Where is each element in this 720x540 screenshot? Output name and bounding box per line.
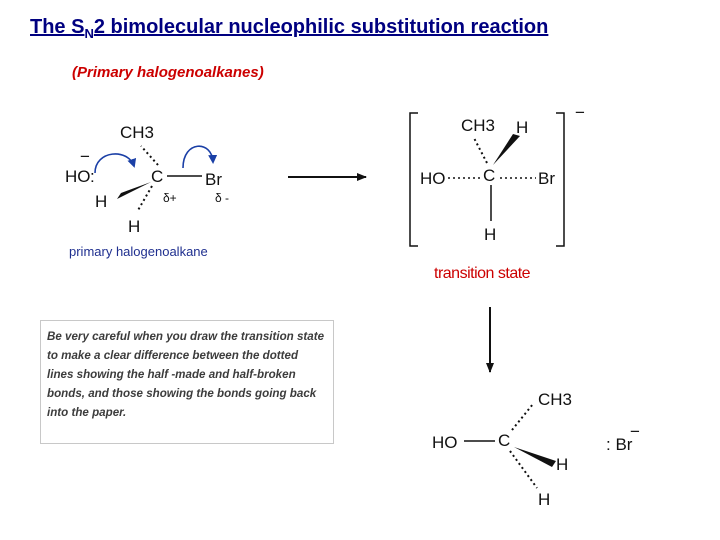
- reactant-delta-minus: δ -: [215, 191, 229, 205]
- product-bond-h-wedge: [514, 447, 556, 467]
- transition-state: − CH3 H HO C Br H: [409, 103, 585, 247]
- ts-h-top: H: [516, 118, 528, 137]
- ts-bond-ch3-dashed: [473, 137, 488, 164]
- product-h-bottom: H: [538, 490, 550, 509]
- ts-negative-charge: −: [575, 103, 585, 122]
- product-molecule: CH3 HO C H H : Br −: [432, 390, 640, 509]
- product-h-right: H: [556, 455, 568, 474]
- product-bromide-label: : Br: [606, 435, 633, 454]
- ts-bracket-left: [409, 112, 418, 247]
- page-subtitle: (Primary halogenoalkanes): [72, 64, 264, 81]
- reactant-h-left: H: [95, 192, 107, 211]
- reactant-caption: primary halogenoalkane: [69, 244, 208, 259]
- ts-ch3-label: CH3: [461, 116, 495, 135]
- reactant-h-bottom: H: [128, 217, 140, 236]
- page-title: The SN2 bimolecular nucleophilic substit…: [30, 16, 549, 41]
- ts-ho-label: HO: [420, 169, 446, 188]
- reactant-molecule: CH3 HO : − C Br H H δ+ δ -: [65, 123, 229, 236]
- product-carbon: C: [498, 431, 510, 450]
- ts-h-bottom: H: [484, 225, 496, 244]
- reactant-carbon: C: [151, 167, 163, 186]
- product-negative-charge: −: [630, 422, 640, 441]
- reactant-lone-pair: :: [90, 167, 95, 186]
- ts-carbon: C: [483, 166, 495, 185]
- reactant-delta-plus: δ+: [163, 191, 177, 205]
- reactant-bond-h-wedge: [117, 182, 151, 199]
- product-ch3-label: CH3: [538, 390, 572, 409]
- ts-bracket-right: [556, 112, 565, 247]
- warning-note: Be very careful when you draw the transi…: [40, 320, 334, 444]
- transition-state-label: transition state: [434, 265, 531, 282]
- product-ho-label: HO: [432, 433, 458, 452]
- curly-arrow-nucleophile: [94, 153, 137, 174]
- reactant-ch3-label: CH3: [120, 123, 154, 142]
- ts-br-label: Br: [538, 169, 555, 188]
- reactant-negative-charge: −: [80, 147, 90, 166]
- reactant-bond-ch3-dashed: [140, 145, 159, 166]
- product-bond-ch3-dashed: [511, 403, 534, 431]
- reactant-br-label: Br: [205, 170, 222, 189]
- ts-bond-h-wedge: [493, 134, 520, 165]
- reactant-bond-h-dashed: [136, 185, 153, 213]
- reactant-ho-label: HO: [65, 167, 91, 186]
- curly-arrow-leaving-group: [182, 145, 218, 169]
